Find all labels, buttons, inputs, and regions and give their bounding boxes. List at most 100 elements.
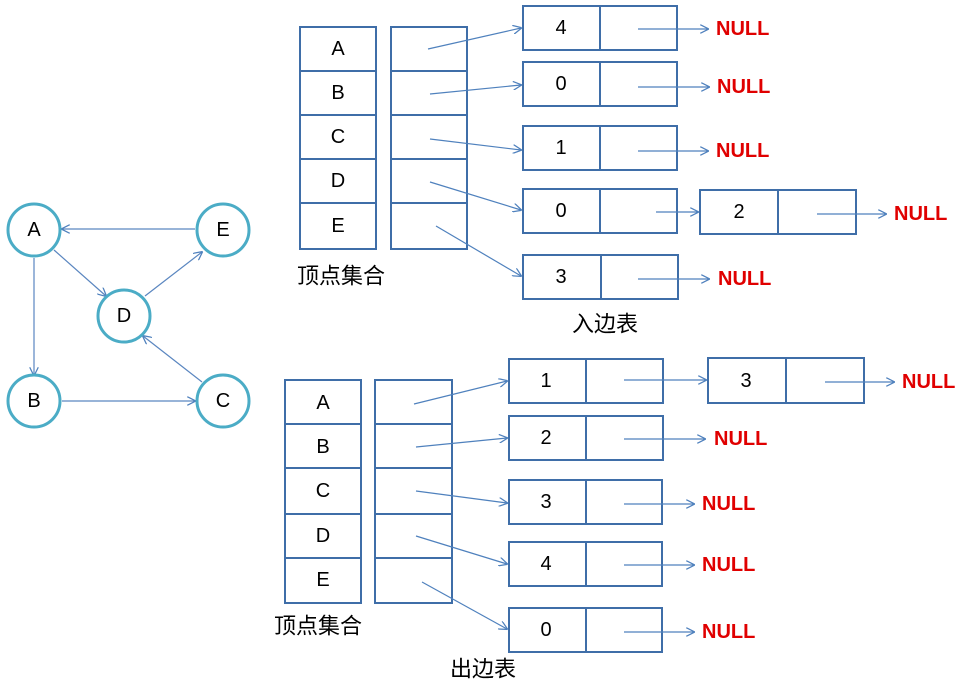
null-label: NULL xyxy=(718,268,771,290)
in-edge-table: A B C D E 顶点集合 入边表 4 NULL 0 NULL 1 NULL xyxy=(297,5,947,338)
out-list-next-cell xyxy=(585,541,663,587)
null-label: NULL xyxy=(902,371,955,393)
in-pointer-arrow xyxy=(427,28,521,50)
out-vertex-label: A xyxy=(316,392,330,414)
out-pointer-arrow xyxy=(413,381,507,405)
out-list-index-cell xyxy=(508,607,587,653)
in-pointer-arrow xyxy=(429,138,521,150)
out-list-index-cell xyxy=(707,357,787,404)
out-vertex-label: B xyxy=(316,436,329,458)
out-list-next-cell xyxy=(585,479,663,525)
in-list-value: 3 xyxy=(555,266,566,288)
graph-node-d: D xyxy=(96,288,152,344)
in-vertex-cell-a xyxy=(299,26,377,72)
null-label: NULL xyxy=(716,18,769,40)
in-pointer-cell xyxy=(390,70,468,116)
out-pointer-cell xyxy=(374,467,453,515)
out-list-next-cell xyxy=(785,357,865,404)
in-vertex-cell-b xyxy=(299,70,377,116)
out-pointer-arrow xyxy=(415,535,507,564)
in-list-next-cell xyxy=(777,189,857,235)
in-list-value: 4 xyxy=(555,17,566,39)
edge-d-e xyxy=(144,252,202,297)
graph-node-a: A xyxy=(6,202,62,258)
in-list-index-cell xyxy=(522,254,602,300)
in-list-value: 0 xyxy=(555,73,566,95)
out-list-value: 0 xyxy=(540,619,551,641)
null-label: NULL xyxy=(702,554,755,576)
in-list-index-cell xyxy=(699,189,779,235)
graph: A B C D E xyxy=(6,202,251,429)
out-list-index-cell xyxy=(508,479,587,525)
graph-node-label: E xyxy=(216,219,229,241)
out-list-index-cell xyxy=(508,358,587,404)
out-edge-table: A B C D E 顶点集合 出边表 1 3 NULL 2 NULL xyxy=(274,357,955,683)
graph-node-e: E xyxy=(195,202,251,258)
in-list-value: 1 xyxy=(555,137,566,159)
in-vertex-cell-c xyxy=(299,114,377,160)
graph-node-label: B xyxy=(27,390,40,412)
out-vertex-cell-c xyxy=(284,467,362,515)
graph-node-c: C xyxy=(195,373,251,429)
out-vertex-label: D xyxy=(316,525,330,547)
in-vertex-cell-e xyxy=(299,202,377,250)
null-label: NULL xyxy=(702,493,755,515)
in-pointer-arrow xyxy=(429,181,521,210)
null-label: NULL xyxy=(894,203,947,225)
out-vertex-cell-b xyxy=(284,423,362,469)
in-list-index-cell xyxy=(522,188,601,234)
graph-node-b: B xyxy=(6,373,62,429)
graph-node-label: A xyxy=(27,219,41,241)
out-list-value: 3 xyxy=(740,370,751,392)
in-list-value: 0 xyxy=(555,200,566,222)
in-vertex-caption: 顶点集合 xyxy=(297,265,385,290)
in-pointer-arrow xyxy=(429,85,521,95)
out-list-index-cell xyxy=(508,415,587,461)
in-vertex-cell-d xyxy=(299,158,377,204)
in-list-next-cell xyxy=(599,61,678,107)
out-list-value: 2 xyxy=(540,427,551,449)
in-list-next-cell xyxy=(600,254,679,300)
edge-a-d xyxy=(53,249,106,296)
in-edge-table-caption: 入边表 xyxy=(572,313,638,338)
null-label: NULL xyxy=(702,621,755,643)
out-list-index-cell xyxy=(508,541,587,587)
out-edge-table-caption: 出边表 xyxy=(450,658,516,683)
in-vertex-label: A xyxy=(331,38,345,60)
out-list-next-cell xyxy=(585,358,664,404)
in-pointer-cell xyxy=(390,202,468,250)
out-pointer-cell xyxy=(374,379,453,425)
in-vertex-label: D xyxy=(331,170,345,192)
out-vertex-label: C xyxy=(316,480,330,502)
in-list-next-cell xyxy=(599,188,678,234)
out-pointer-arrow xyxy=(415,490,507,503)
in-list-next-cell xyxy=(599,5,678,51)
out-list-value: 3 xyxy=(540,491,551,513)
out-vertex-cell-e xyxy=(284,557,362,604)
in-list-next-cell xyxy=(599,125,678,171)
in-vertex-label: C xyxy=(331,126,345,148)
out-vertex-cell-d xyxy=(284,513,362,559)
out-vertex-caption: 顶点集合 xyxy=(274,615,362,640)
in-list-index-cell xyxy=(522,5,601,51)
null-label: NULL xyxy=(716,140,769,162)
in-vertex-label: E xyxy=(331,215,344,237)
in-list-index-cell xyxy=(522,61,601,107)
out-list-next-cell xyxy=(585,607,663,653)
in-pointer-arrow xyxy=(435,225,521,276)
graph-node-label: C xyxy=(216,390,230,412)
null-label: NULL xyxy=(717,76,770,98)
out-pointer-arrow xyxy=(421,581,507,629)
in-vertex-label: B xyxy=(331,82,344,104)
out-pointer-cell xyxy=(374,423,453,469)
null-label: NULL xyxy=(714,428,767,450)
edge-c-d xyxy=(143,336,203,383)
in-pointer-cell xyxy=(390,158,468,204)
out-pointer-cell xyxy=(374,557,453,604)
out-pointer-arrow xyxy=(415,438,507,448)
in-list-value: 2 xyxy=(733,201,744,223)
out-list-value: 1 xyxy=(540,370,551,392)
out-pointer-cell xyxy=(374,513,453,559)
graph-node-label: D xyxy=(117,305,131,327)
